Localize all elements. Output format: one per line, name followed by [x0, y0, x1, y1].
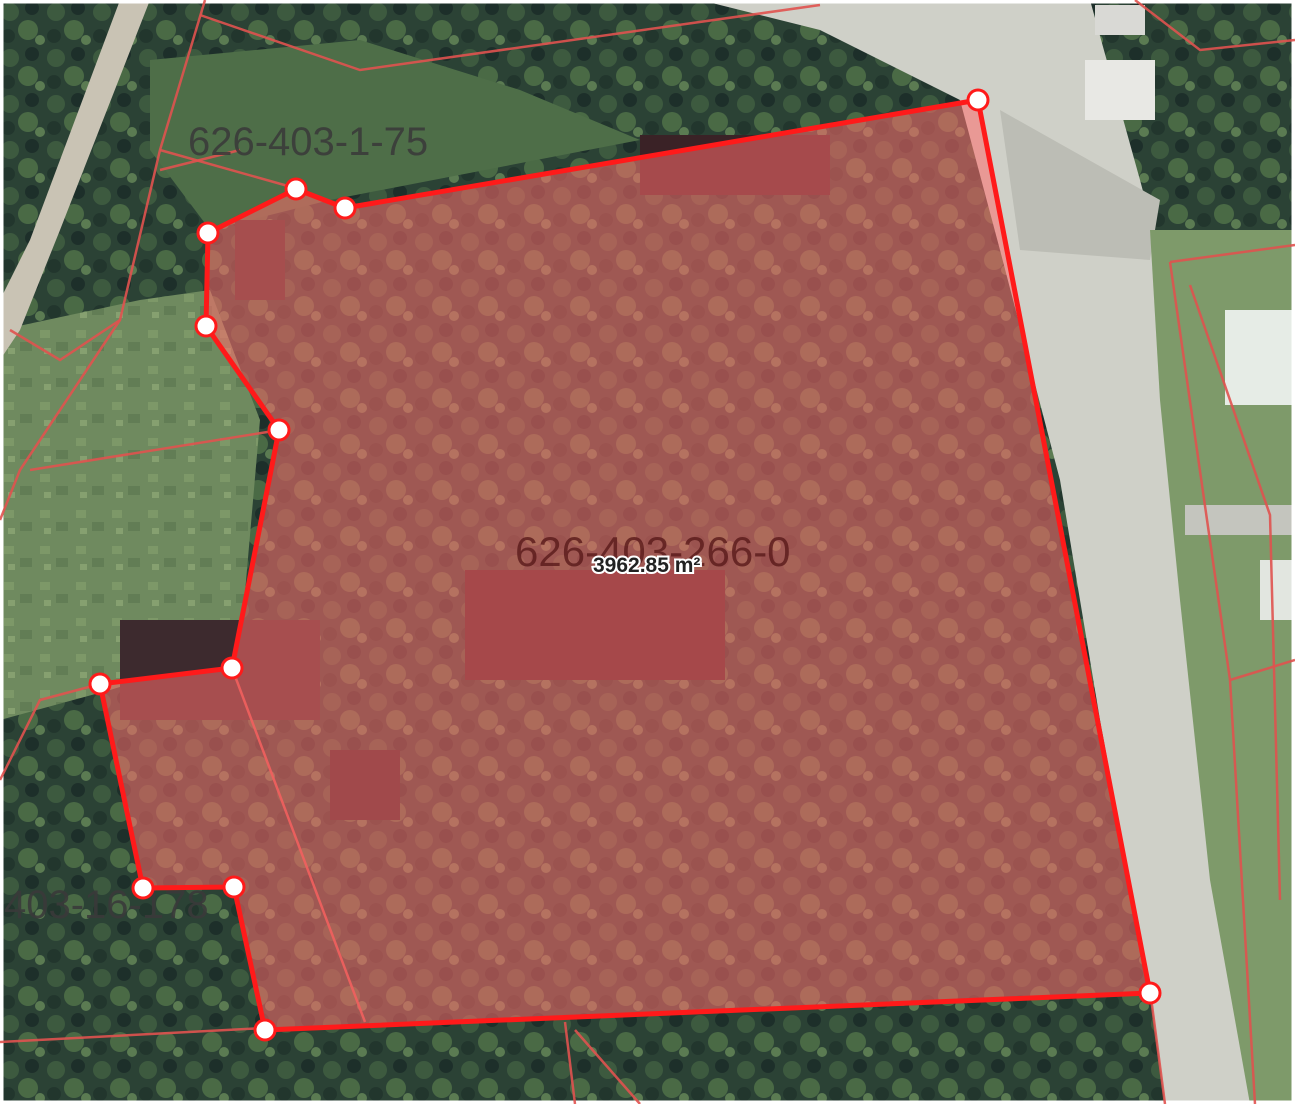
vertex-handle[interactable]: [253, 1018, 277, 1042]
vertex-handle[interactable]: [222, 875, 246, 899]
vertex-handle[interactable]: [284, 177, 308, 201]
vertex-handles[interactable]: [88, 88, 1162, 1042]
vertex-handle[interactable]: [267, 418, 291, 442]
parcel-label-north: 626-403-1-75: [188, 120, 428, 164]
vertex-handle[interactable]: [88, 672, 112, 696]
vertex-handle[interactable]: [966, 88, 990, 112]
parcel-labels: 626-403-1-75 403-16-178: [4, 120, 428, 927]
area-measurement-label: 3962.85 m²: [593, 554, 700, 577]
parcel-label-southwest: 403-16-178: [4, 883, 209, 927]
vertex-handle[interactable]: [220, 656, 244, 680]
vertex-handle[interactable]: [1138, 981, 1162, 1005]
vertex-handle[interactable]: [196, 221, 220, 245]
parcel-label-main: 626-403-266-0: [515, 528, 791, 575]
vertex-handle[interactable]: [333, 196, 357, 220]
vertex-handle[interactable]: [194, 314, 218, 338]
vertex-handle[interactable]: [131, 876, 155, 900]
